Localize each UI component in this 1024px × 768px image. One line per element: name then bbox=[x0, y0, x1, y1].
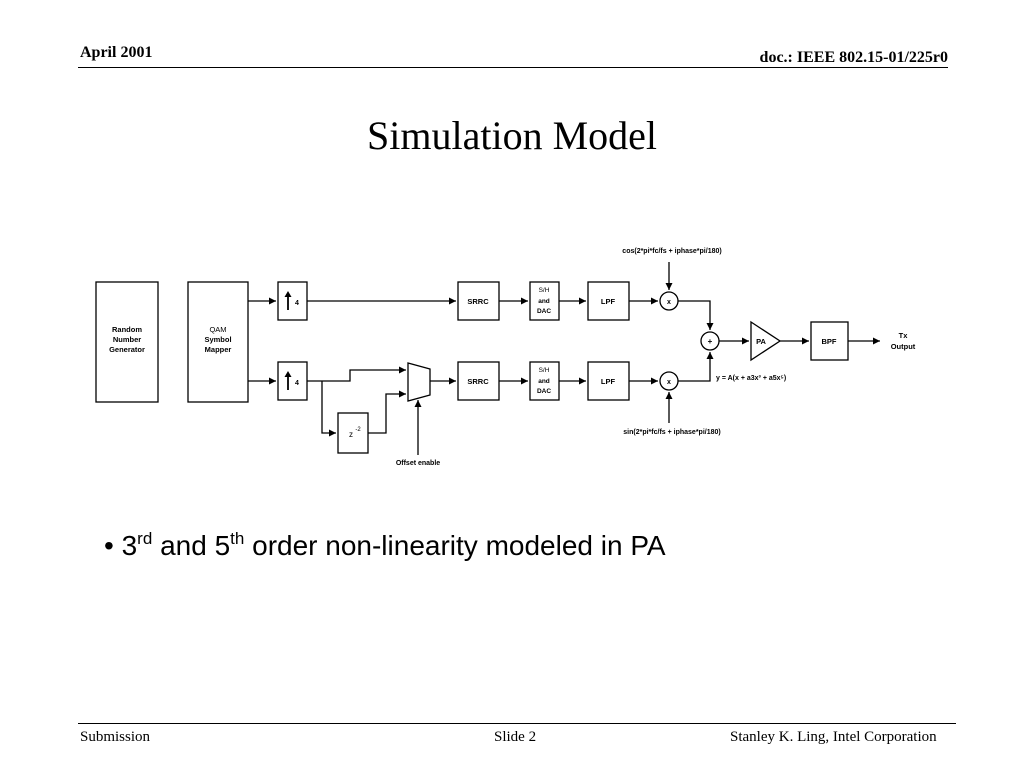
header-doc-id: doc.: IEEE 802.15-01/225r0 bbox=[759, 49, 948, 66]
bullet-marker: • bbox=[104, 530, 122, 561]
upsample-arrow-icons bbox=[284, 291, 292, 390]
sh-label-bottom-1: S/H bbox=[539, 367, 550, 374]
tx-label-1: Tx bbox=[899, 331, 909, 340]
qam-label-2: Symbol bbox=[204, 335, 231, 344]
pa-label: PA bbox=[756, 337, 766, 346]
signal-lines bbox=[248, 262, 880, 455]
upsample-factor-top: 4 bbox=[295, 300, 299, 307]
qam-label-3: Mapper bbox=[205, 345, 232, 354]
qam-label-1: QAM bbox=[209, 325, 226, 334]
srrc-block-top bbox=[457, 281, 500, 321]
qam-mapper-block bbox=[187, 281, 249, 403]
bullet-n1: 3 bbox=[121, 530, 138, 561]
lpf-block-top bbox=[587, 281, 630, 321]
lpf-label-bottom: LPF bbox=[601, 377, 616, 386]
bpf-label: BPF bbox=[822, 337, 837, 346]
bpf-block bbox=[810, 321, 849, 361]
upsample-block-bottom bbox=[277, 361, 308, 401]
delay-z: z bbox=[349, 430, 353, 439]
tx-label-2: Output bbox=[891, 342, 916, 351]
pa-amplifier bbox=[750, 320, 782, 362]
sh-label-top-3: DAC bbox=[537, 308, 551, 315]
footer-slide-number: Slide 2 bbox=[494, 729, 537, 745]
header-rule bbox=[78, 67, 948, 68]
bullet-sup-th: th bbox=[230, 529, 245, 548]
sin-carrier-label: sin(2*pi*fc/fs + iphase*pi/180) bbox=[623, 429, 720, 436]
sh-label-top-2: and bbox=[538, 298, 550, 305]
delay-exponent: -2 bbox=[355, 427, 361, 433]
rng-label-3: Generator bbox=[109, 345, 145, 354]
upsample-factor-bottom: 4 bbox=[295, 380, 299, 387]
lpf-label-top: LPF bbox=[601, 297, 616, 306]
cos-carrier-label: cos(2*pi*fc/fs + iphase*pi/180) bbox=[622, 248, 721, 255]
header-date: April 2001 bbox=[80, 44, 153, 61]
footer-submission: Submission bbox=[80, 729, 151, 745]
bullet-item: • 3rd and 5th order non-linearity modele… bbox=[104, 530, 666, 562]
sh-dac-block-bottom bbox=[529, 361, 560, 401]
slide-title: Simulation Model bbox=[367, 113, 657, 158]
sh-label-bottom-2: and bbox=[538, 378, 550, 385]
footer-rule bbox=[78, 723, 956, 724]
bullet-sup-rd: rd bbox=[137, 529, 153, 548]
pa-equation: y = A(x + a3x³ + a5x⁵) bbox=[716, 375, 786, 382]
srrc-label-bottom: SRRC bbox=[467, 377, 489, 386]
rng-label-2: Number bbox=[113, 335, 141, 344]
lpf-block-bottom bbox=[587, 361, 630, 401]
srrc-label-top: SRRC bbox=[467, 297, 489, 306]
mixer-label-top: x bbox=[667, 299, 671, 306]
delay-block bbox=[337, 412, 369, 454]
bullet-mid: and 5 bbox=[152, 530, 231, 561]
offset-mux bbox=[407, 362, 431, 402]
mixer-label-bottom: x bbox=[667, 379, 671, 386]
upsample-block-top bbox=[277, 281, 308, 321]
offset-enable-label: Offset enable bbox=[396, 460, 440, 467]
rng-block bbox=[95, 281, 159, 403]
rng-label-1: Random bbox=[112, 325, 142, 334]
footer-author: Stanley K. Ling, Intel Corporation bbox=[730, 729, 937, 745]
sh-label-top-1: S/H bbox=[539, 287, 550, 294]
sh-label-bottom-3: DAC bbox=[537, 388, 551, 395]
bullet-rest: order non-linearity modeled in PA bbox=[244, 530, 666, 561]
sh-dac-block-top bbox=[529, 281, 560, 321]
summer-label: + bbox=[708, 337, 713, 346]
